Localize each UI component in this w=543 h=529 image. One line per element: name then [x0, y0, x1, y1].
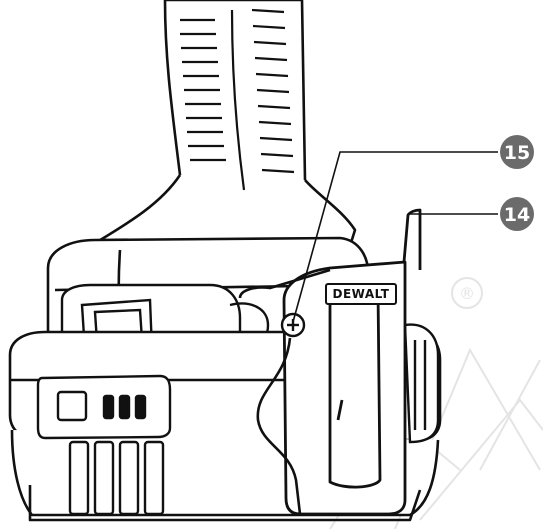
fuel-gauge-led-2	[118, 394, 131, 420]
belt-hook	[282, 208, 422, 516]
battery-side-vent	[403, 323, 440, 444]
screw	[280, 312, 306, 338]
battery-fuel-gauge	[36, 374, 172, 440]
brand-logo: DEWALT	[325, 283, 397, 305]
registered-mark-glyph: ®	[459, 284, 475, 303]
leader-lines	[292, 151, 498, 323]
fuel-gauge-led-1	[102, 394, 115, 420]
registered-mark-icon	[451, 277, 483, 309]
callout-14: 14	[500, 197, 534, 231]
callout-14-label: 14	[504, 204, 530, 226]
brand-logo-plate	[325, 283, 397, 305]
hook-clip	[238, 268, 331, 515]
fuel-gauge-led-3	[134, 394, 147, 420]
watermark-letter-stroke	[419, 398, 543, 521]
brand-logo-text: DEWALT	[333, 287, 390, 301]
leader-line-15	[292, 151, 498, 323]
callout-15: 15	[500, 135, 534, 169]
callout-15-label: 15	[504, 142, 530, 164]
watermark-letter-stroke	[479, 359, 541, 471]
battery-bottom-ribs	[68, 440, 165, 516]
handle-grip-ribs	[180, 8, 295, 191]
fuel-gauge-button	[56, 390, 88, 422]
